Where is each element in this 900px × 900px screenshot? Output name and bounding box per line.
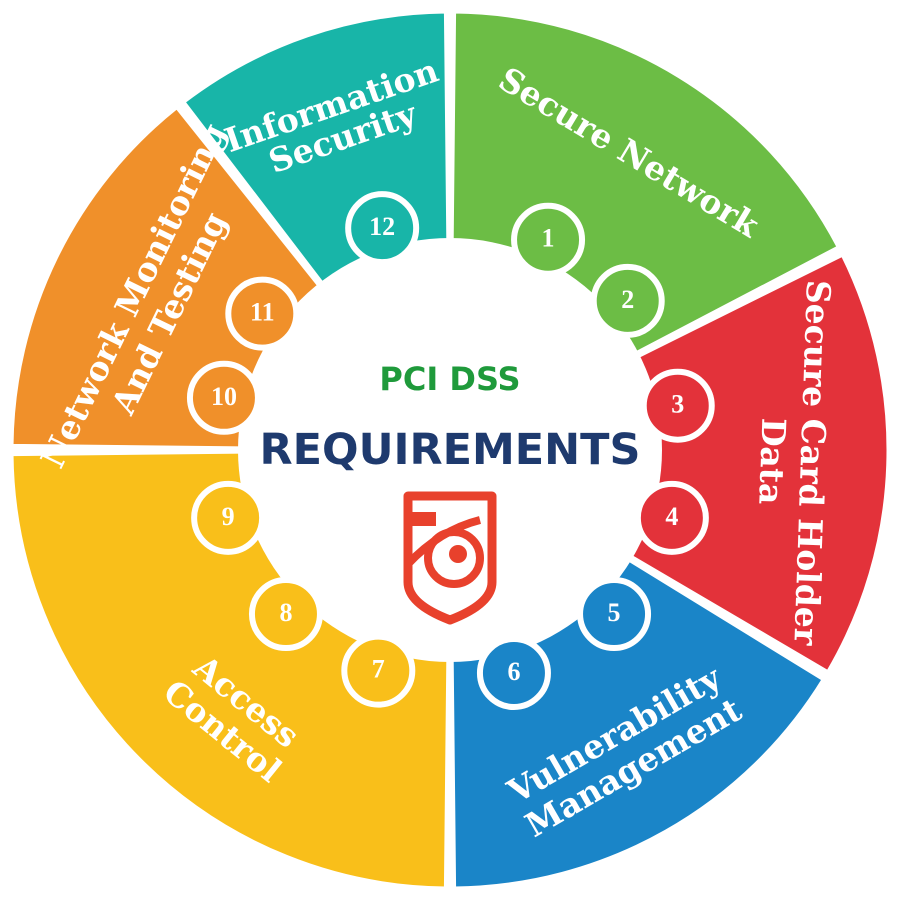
requirement-badge-3: 3 [640,368,715,443]
badge-circle [476,636,551,711]
badge-circle [225,276,300,351]
badge-circle [191,480,266,555]
requirement-badge-11: 11 [225,276,300,351]
badge-circle [634,480,709,555]
hub-center: PCI DSS REQUIREMENTS [260,360,641,625]
badge-number: 4 [665,502,678,531]
requirement-badge-5: 5 [577,577,652,652]
eye-icon-swoosh [405,516,482,567]
segment-secure-card-holder-data [446,253,890,674]
shield-icon-notch [408,512,436,526]
requirement-badge-7: 7 [341,633,416,708]
requirement-badge-12: 12 [345,191,420,266]
badge-number: 9 [222,502,235,531]
hub-subtitle: PCI DSS [379,360,520,398]
badge-circle [248,577,323,652]
badge-number: 12 [369,212,395,241]
requirement-badge-9: 9 [191,480,266,555]
badge-number: 8 [279,598,292,627]
badge-circle [590,263,665,338]
eye-icon-pupil [449,545,467,563]
badge-number: 5 [608,598,621,627]
badge-number: 3 [671,390,684,419]
requirement-badge-4: 4 [634,480,709,555]
shield-icon-outline [403,491,497,625]
hub-title: REQUIREMENTS [260,425,641,475]
requirement-badge-10: 10 [186,360,261,435]
shield-eye-icon [403,491,497,625]
badge-circle [345,191,420,266]
badge-circle [341,633,416,708]
badge-number: 7 [372,655,385,684]
badge-circle [577,577,652,652]
badge-number: 10 [211,382,237,411]
requirement-badge-2: 2 [590,263,665,338]
requirement-badge-6: 6 [476,636,551,711]
requirement-badge-8: 8 [248,577,323,652]
badge-circle [511,202,586,277]
hub-disc [238,238,662,662]
badge-number: 1 [542,224,555,253]
requirement-badge-1: 1 [511,202,586,277]
badge-number: 2 [621,285,634,314]
badge-number: 11 [250,298,275,327]
badge-number: 6 [507,657,520,686]
badge-circle [186,360,261,435]
segment-label-line: Data [751,417,793,505]
badge-circle [640,368,715,443]
